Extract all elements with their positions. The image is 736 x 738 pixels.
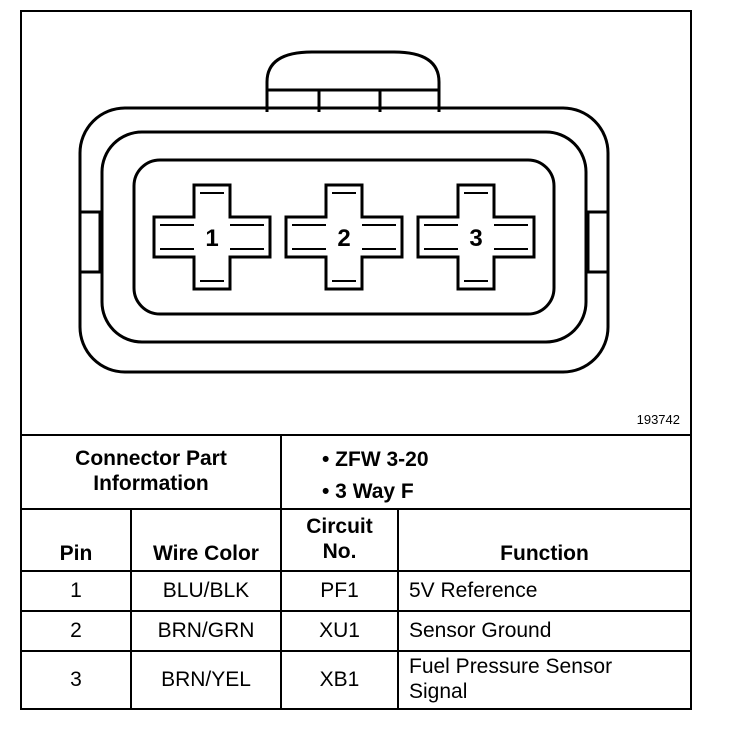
row-function-line1: Fuel Pressure Sensor: [409, 655, 613, 678]
part-info-values: • ZFW 3-20 • 3 Way F: [322, 444, 429, 508]
connector-latch: [265, 50, 441, 112]
figure-id: 193742: [636, 412, 680, 427]
pin-detail-lines: [424, 192, 528, 282]
connector-pin-cavity: [132, 158, 556, 316]
row-pin: 2: [70, 618, 82, 642]
pin-terminal-3: 3: [416, 183, 536, 291]
table-divider: [397, 508, 399, 708]
row-circuit: XU1: [319, 618, 360, 642]
pin-number-label: 1: [205, 225, 218, 252]
table-rule: [22, 650, 690, 652]
row-wire-color: BRN/GRN: [157, 618, 255, 642]
row-circuit: PF1: [320, 578, 359, 602]
header-circuit-line2: No.: [322, 540, 357, 563]
part-info-bullet: • ZFW 3-20: [322, 448, 429, 471]
part-info-label-line2: Information: [93, 472, 209, 495]
pin-detail-lines: [292, 192, 396, 282]
row-wire-color: BRN/YEL: [161, 667, 251, 691]
row-wire-color: BLU/BLK: [162, 578, 250, 602]
header-circuit-no: Circuit No.: [282, 508, 397, 570]
table-rule: [22, 508, 690, 510]
connector-diagram-frame: 1 2 3 193742 Connector Part Information • …: [20, 10, 692, 710]
part-info-bullet: • 3 Way F: [322, 480, 414, 503]
side-tab-right: [586, 210, 610, 274]
pin-detail-lines: [160, 192, 264, 282]
connector-inner-housing: [100, 130, 588, 344]
table-divider: [280, 508, 282, 708]
table-rule: [22, 570, 690, 572]
pin-number-label: 3: [469, 225, 482, 252]
row-circuit: XB1: [319, 667, 360, 691]
row-function: 5V Reference: [409, 578, 538, 602]
row-function: Sensor Ground: [409, 618, 552, 642]
header-pin: Pin: [59, 542, 93, 565]
pin-terminal-2: 2: [284, 183, 404, 291]
row-pin: 3: [70, 667, 82, 691]
header-function: Function: [500, 542, 589, 565]
side-tab-left: [78, 210, 102, 274]
table-top-rule: [22, 434, 690, 436]
pin-number-label: 2: [337, 225, 350, 252]
connector-face-drawing: 1 2 3: [78, 50, 610, 374]
pin-cross-shape: [152, 183, 272, 291]
row-function-line2: Signal: [409, 680, 468, 703]
connector-info-table: Connector Part Information • ZFW 3-20 • …: [22, 434, 690, 708]
pin-terminal-1: 1: [152, 183, 272, 291]
table-divider: [280, 434, 282, 508]
table-rule: [22, 610, 690, 612]
pin-cross-shape: [416, 183, 536, 291]
row-pin: 1: [70, 578, 82, 602]
row-function: Fuel Pressure Sensor Signal: [399, 650, 690, 708]
part-info-label-line1: Connector Part: [75, 447, 227, 470]
header-circuit-line1: Circuit: [306, 515, 373, 538]
part-info-label: Connector Part Information: [22, 434, 280, 508]
pin-cross-shape: [284, 183, 404, 291]
header-wire-color: Wire Color: [153, 542, 259, 565]
table-divider: [130, 508, 132, 708]
